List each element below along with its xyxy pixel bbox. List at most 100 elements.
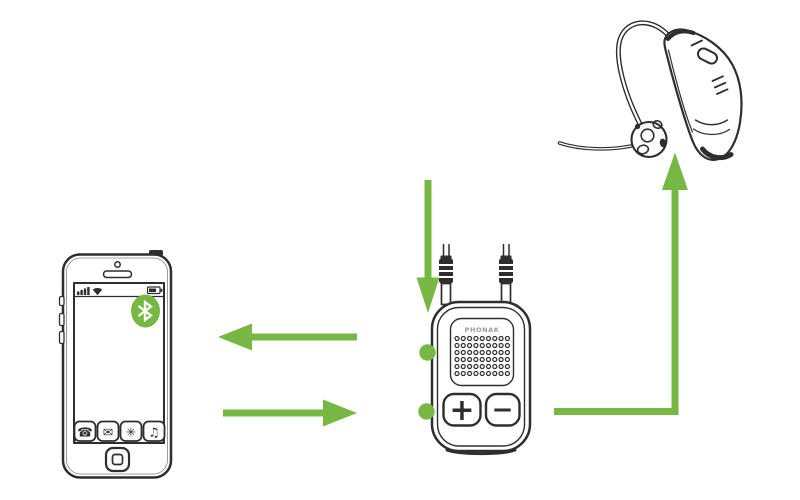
signal-bars-icon [77,287,90,295]
smartphone: ☎ ✉ ✳ ♫ [58,250,173,479]
speaker-hole [467,370,473,377]
volume-down-label: − [492,395,514,425]
program-button [696,47,719,65]
speaker-hole [504,335,510,342]
speaker-hole [460,356,466,363]
speaker-hole [473,370,479,377]
speaker-hole [454,356,460,363]
hearing-aid-top-edge [666,29,696,41]
speaker-hole [467,342,473,349]
phone-side-button [58,312,65,327]
bluetooth-icon [138,299,153,323]
phone-bezel [66,257,168,475]
phone-side-button [58,295,65,307]
speaker-hole [479,349,485,356]
speaker-hole [498,349,504,356]
hearing-aid [557,20,743,161]
speaker-hole [485,335,492,342]
body-seam [667,49,694,133]
volume-up-button [442,392,482,427]
speaker-hole [485,363,492,370]
speaker-hole [485,342,492,349]
speaker-hole [460,370,466,377]
dock-app-tile [119,420,143,442]
flow-arrows [218,152,688,427]
speaker-hole [485,370,492,377]
streamer-inner-outline [436,306,526,447]
vent-lines [711,75,729,95]
mail-icon: ✉ [103,425,113,440]
speaker-hole [504,370,510,377]
speaker-hole [454,349,460,356]
speaker-hole [498,342,504,349]
speaker-hole [473,363,479,370]
arrow-right-to-streamer-icon [223,399,357,427]
audio-cable-plug-right [498,243,514,306]
speaker-hole [454,342,460,349]
speaker-hole [460,342,466,349]
speaker-hole [485,356,492,363]
speaker-hole [467,356,473,363]
flash-icon: ✳ [126,425,136,440]
speaker-hole [492,342,498,349]
arrow-up-to-hearing-aid-icon [554,152,688,415]
dock-app-tile [96,420,120,442]
speaker-hole [467,335,473,342]
dock-app-tile [73,420,97,442]
speaker-hole [467,349,473,356]
speaker-hole [498,335,504,342]
speaker-hole [460,363,466,370]
phone-call-icon: ☎ [77,425,93,440]
streamer-body [430,300,532,453]
speaker-hole [504,356,510,363]
wire-exit-nub [700,146,734,161]
speaker-hole [504,349,510,356]
speaker-hole [479,356,485,363]
speaker-hole [504,363,510,370]
speaker-hole [492,349,498,356]
app-dock: ☎ ✉ ✳ ♫ [73,420,166,444]
speaker-hole [485,349,492,356]
speaker-hole [454,335,460,342]
earpiece-speaker-icon [102,270,133,279]
speaker-hole [479,370,485,377]
speaker-hole [454,363,460,370]
battery-door-seam [694,119,729,126]
speaker-hole [504,342,510,349]
wifi-icon [92,288,103,296]
music-icon: ♫ [148,425,159,440]
phone-side-button [58,330,65,345]
bluetooth-badge [131,294,160,328]
battery-icon [146,286,163,295]
speaker-hole [473,349,479,356]
speaker-hole [467,363,473,370]
speaker-hole [473,356,479,363]
audio-streamer: PHONAK + − [418,243,532,456]
volume-down-button [484,392,521,427]
speaker-hole [473,335,479,342]
speaker-hole [492,335,498,342]
speaker-grille-panel [449,317,515,387]
streamer-base-shadow [445,448,517,456]
dock-app-tile [142,420,166,442]
speaker-hole [492,370,498,377]
receiver-dome [630,119,668,159]
earhook-wire [615,20,671,129]
speaker-grille-holes [454,335,510,377]
speaker-hole [454,370,460,377]
arrow-left-to-phone-icon [218,323,357,351]
speaker-hole [479,342,485,349]
speaker-hole [498,370,504,377]
arrow-down-to-streamer-icon [416,180,440,313]
speaker-hole [498,363,504,370]
volume-up-label: + [449,393,474,428]
speaker-hole [473,342,479,349]
speaker-hole [460,335,466,342]
mic-opening [690,39,703,47]
home-button [104,446,131,473]
speaker-hole [492,356,498,363]
status-light-top [419,344,436,361]
phone-screen [73,282,165,444]
